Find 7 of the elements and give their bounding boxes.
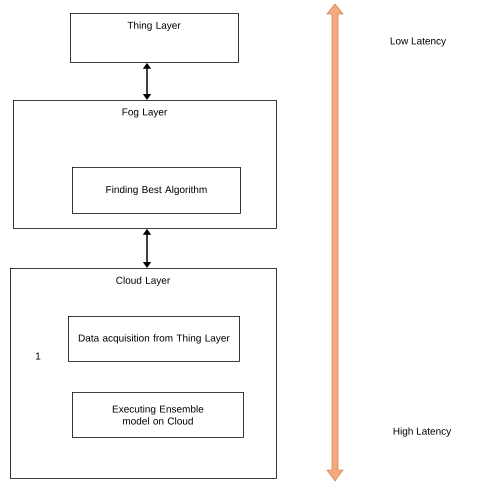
text-label: 1 [36, 352, 40, 360]
layer-box: Thing Layer [70, 13, 239, 63]
text-label: High Latency [394, 427, 452, 437]
text-label: Low Latency [390, 38, 446, 46]
process-box: Data acquisition from Thing Layer [68, 316, 240, 362]
process-box: Executing Ensemble model on Cloud [72, 392, 244, 438]
process-box: Finding Best Algorithm [72, 167, 241, 214]
